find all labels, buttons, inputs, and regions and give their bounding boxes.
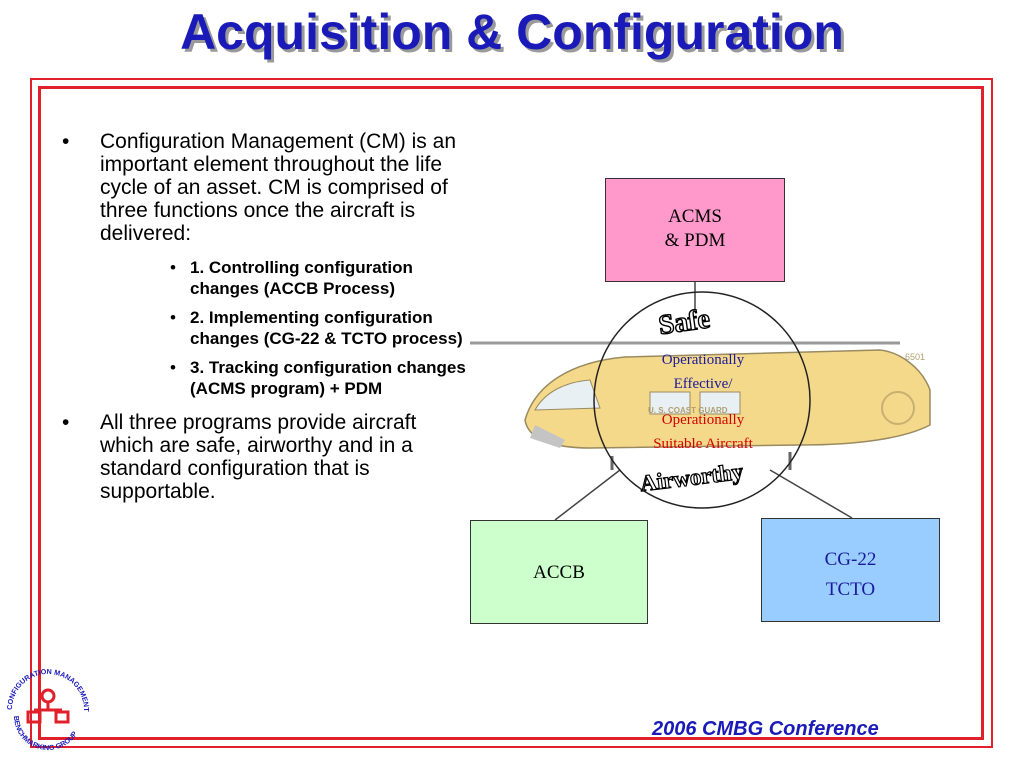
cmbg-logo: CONFIGURATION MANAGEMENT BENCHMARKING GR… [5,667,91,752]
inner-frame [38,86,984,740]
tcto-label: TCTO [825,579,876,600]
helicopter-illustration: U. S. COAST GUARD 6501 [470,341,931,470]
bullet-list: Configuration Management (CM) is an impo… [58,130,470,515]
slide-title: Acquisition & Configuration [180,4,844,60]
effective-line-2: Effective/ [674,376,734,392]
bullet-item: All three programs provide aircraft whic… [58,411,470,503]
center-circle [593,291,811,509]
acms-pdm-box: ACMS & PDM [605,178,785,282]
cg22-label: CG-22 [824,549,877,570]
pdm-label: & PDM [664,230,726,251]
suitable-line-1: Operationally [662,412,745,428]
safe-label: Safe [657,303,712,341]
sub-bullet-item: 3. Tracking configuration changes (ACMS … [58,357,470,399]
accb-label: ACCB [533,562,585,583]
cg22-tcto-box: CG-22 TCTO [761,518,940,622]
connector-line [554,469,621,521]
acms-label: ACMS [668,206,722,227]
bullet-item: Configuration Management (CM) is an impo… [58,130,470,245]
aircraft-marking-text: U. S. COAST GUARD [648,406,728,415]
suitable-line-2: Suitable Aircraft [653,436,753,452]
footer-conference: 2006 CMBG Conference [652,718,879,740]
airworthy-label: Airworthy [639,459,745,496]
connector-line [769,469,853,519]
tail-number-text: 6501 [905,352,925,362]
sub-bullet-item: 2. Implementing configuration changes (C… [58,307,470,349]
sub-bullet-item: 1. Controlling configuration changes (AC… [58,257,470,299]
outer-frame [30,78,993,748]
accb-box: ACCB [470,520,648,624]
effective-line-1: Operationally [662,352,745,368]
